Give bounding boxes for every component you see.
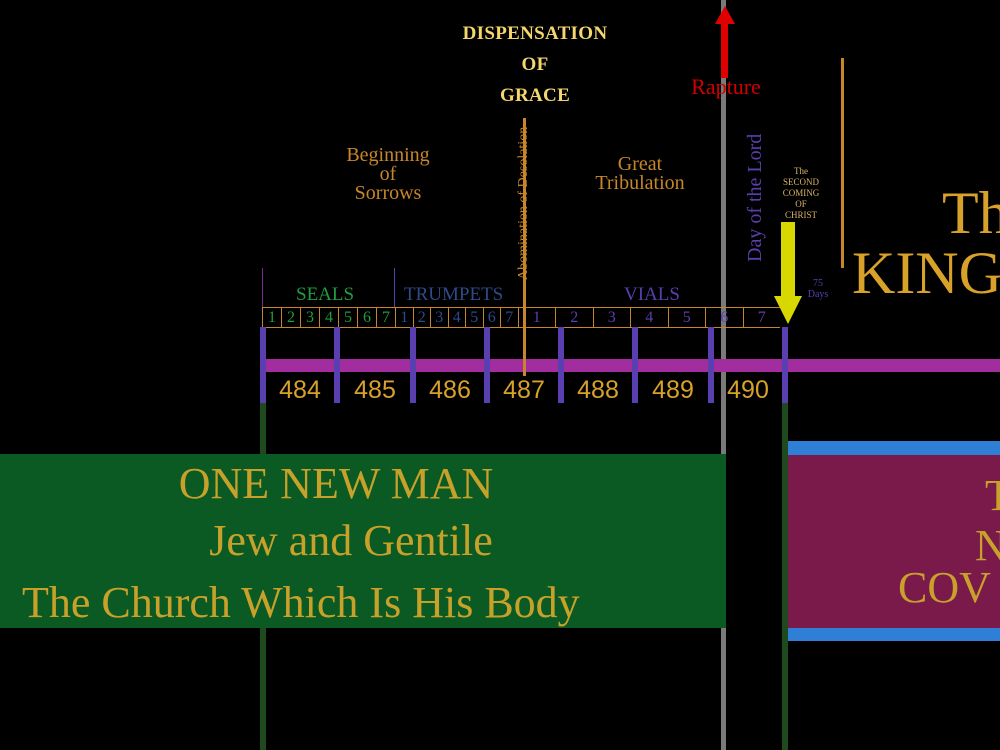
trumpets-number-cell: 3 — [430, 308, 448, 327]
covenant-top-band — [788, 441, 1000, 455]
dispensation-line-3: GRACE — [499, 85, 571, 106]
dispensation-line-1: DISPENSATION — [462, 23, 608, 44]
week-tick — [410, 327, 416, 403]
church-line-1: ONE NEW MAN — [178, 459, 494, 508]
new-covenant-panel — [788, 455, 1000, 628]
days-word: Days — [807, 289, 829, 300]
abomination-line — [523, 118, 526, 376]
week-tick — [558, 327, 564, 403]
church-line-2: Jew and Gentile — [209, 516, 493, 565]
rapture-label: Rapture — [691, 74, 761, 99]
seals-number-cell: 2 — [281, 308, 300, 327]
vials-number-cell: 6 — [705, 308, 743, 327]
covenant-bottom-band — [788, 628, 1000, 641]
dispensation-of-grace-heading: DISPENSATION OF GRACE — [440, 18, 630, 111]
second-coming-arrow-icon — [781, 222, 795, 298]
week-tick — [260, 327, 266, 403]
one-new-man-panel — [0, 454, 726, 628]
seals-number-cell: 5 — [338, 308, 357, 327]
beginning-of-sorrows-label: Beginning of Sorrows — [320, 144, 456, 204]
trumpets-divider — [394, 268, 395, 308]
day-of-the-lord-label: Day of the Lord — [744, 133, 766, 262]
rapture-arrow-icon — [721, 22, 728, 78]
covenant-line-3: COV — [898, 563, 991, 612]
vials-label: VIALS — [624, 284, 680, 305]
sorrows-line-3: Sorrows — [354, 182, 422, 204]
vials-number-cell: 2 — [555, 308, 593, 327]
trumpets-number-cell: 2 — [412, 308, 431, 327]
week-timeline-bar — [262, 359, 1000, 372]
week-tick — [708, 327, 714, 403]
abomination-of-desolation-label: Abomination of Desolation — [516, 126, 531, 280]
week-tick — [632, 327, 638, 403]
abomination-midpoint-marker — [523, 327, 526, 375]
second-coming-label: The SECOND COMING OF CHRIST — [778, 166, 824, 221]
seals-number-cell: 6 — [357, 308, 376, 327]
trumpets-number-cell: 1 — [395, 308, 413, 327]
tribulation-line-2: Tribulation — [595, 172, 685, 194]
week-number-label: 490 — [727, 376, 769, 404]
seals-number-cell: 4 — [319, 308, 338, 327]
vials-number-cell: 7 — [742, 308, 781, 327]
seals-number-cell: 1 — [262, 308, 281, 327]
days-number: 75 — [813, 278, 823, 289]
dispensation-line-2: OF — [521, 54, 549, 75]
covenant-line-2: N — [975, 521, 1000, 570]
week-number-label: 485 — [354, 376, 396, 404]
vials-number-cell: 1 — [517, 308, 556, 327]
week-tick — [484, 327, 490, 403]
seventy-five-days-label: 75 Days — [803, 278, 833, 300]
sorrows-line-1: Beginning — [346, 144, 430, 166]
rapture-arrow-head-icon — [715, 6, 735, 24]
rapture-divider-line — [721, 0, 726, 750]
week-number-label: 489 — [652, 376, 694, 404]
trumpets-number-cell: 7 — [500, 308, 518, 327]
second-coming-line-1: The — [794, 166, 808, 176]
second-coming-line-3: COMING OF — [782, 188, 820, 209]
kingdom-title-line-1: Th — [942, 180, 1000, 246]
trumpets-number-cell: 4 — [447, 308, 466, 327]
seals-label: SEALS — [296, 284, 355, 305]
second-coming-arrow-head-icon — [774, 296, 802, 324]
week-number-label: 488 — [577, 376, 619, 404]
week-number-label: 486 — [429, 376, 471, 404]
week-number-label: 487 — [503, 376, 545, 404]
seals-divider — [262, 268, 263, 308]
week-number-label: 484 — [279, 376, 321, 404]
church-line-3: The Church Which Is His Body — [22, 578, 580, 627]
trumpets-label: TRUMPETS — [404, 284, 504, 305]
vials-number-cell: 5 — [667, 308, 706, 327]
vials-number-cell: 4 — [630, 308, 668, 327]
trumpets-number-cell: 5 — [465, 308, 483, 327]
sorrows-line-2: of — [379, 163, 397, 185]
church-end-line — [782, 403, 788, 750]
kingdom-divider-line — [841, 58, 844, 268]
kingdom-title-line-2: KING — [852, 240, 1000, 306]
seals-number-cell: 7 — [376, 308, 395, 327]
second-coming-line-4: CHRIST — [784, 210, 817, 220]
week-tick — [334, 327, 340, 403]
great-tribulation-label: Great Tribulation — [575, 153, 705, 194]
week-tick — [782, 327, 788, 403]
trumpets-number-cell: 6 — [482, 308, 501, 327]
seals-number-cell: 3 — [300, 308, 319, 327]
covenant-line-1: T — [985, 471, 1000, 520]
second-coming-line-2: SECOND — [782, 177, 819, 187]
tribulation-line-1: Great — [617, 153, 663, 175]
vials-number-cell: 3 — [592, 308, 631, 327]
